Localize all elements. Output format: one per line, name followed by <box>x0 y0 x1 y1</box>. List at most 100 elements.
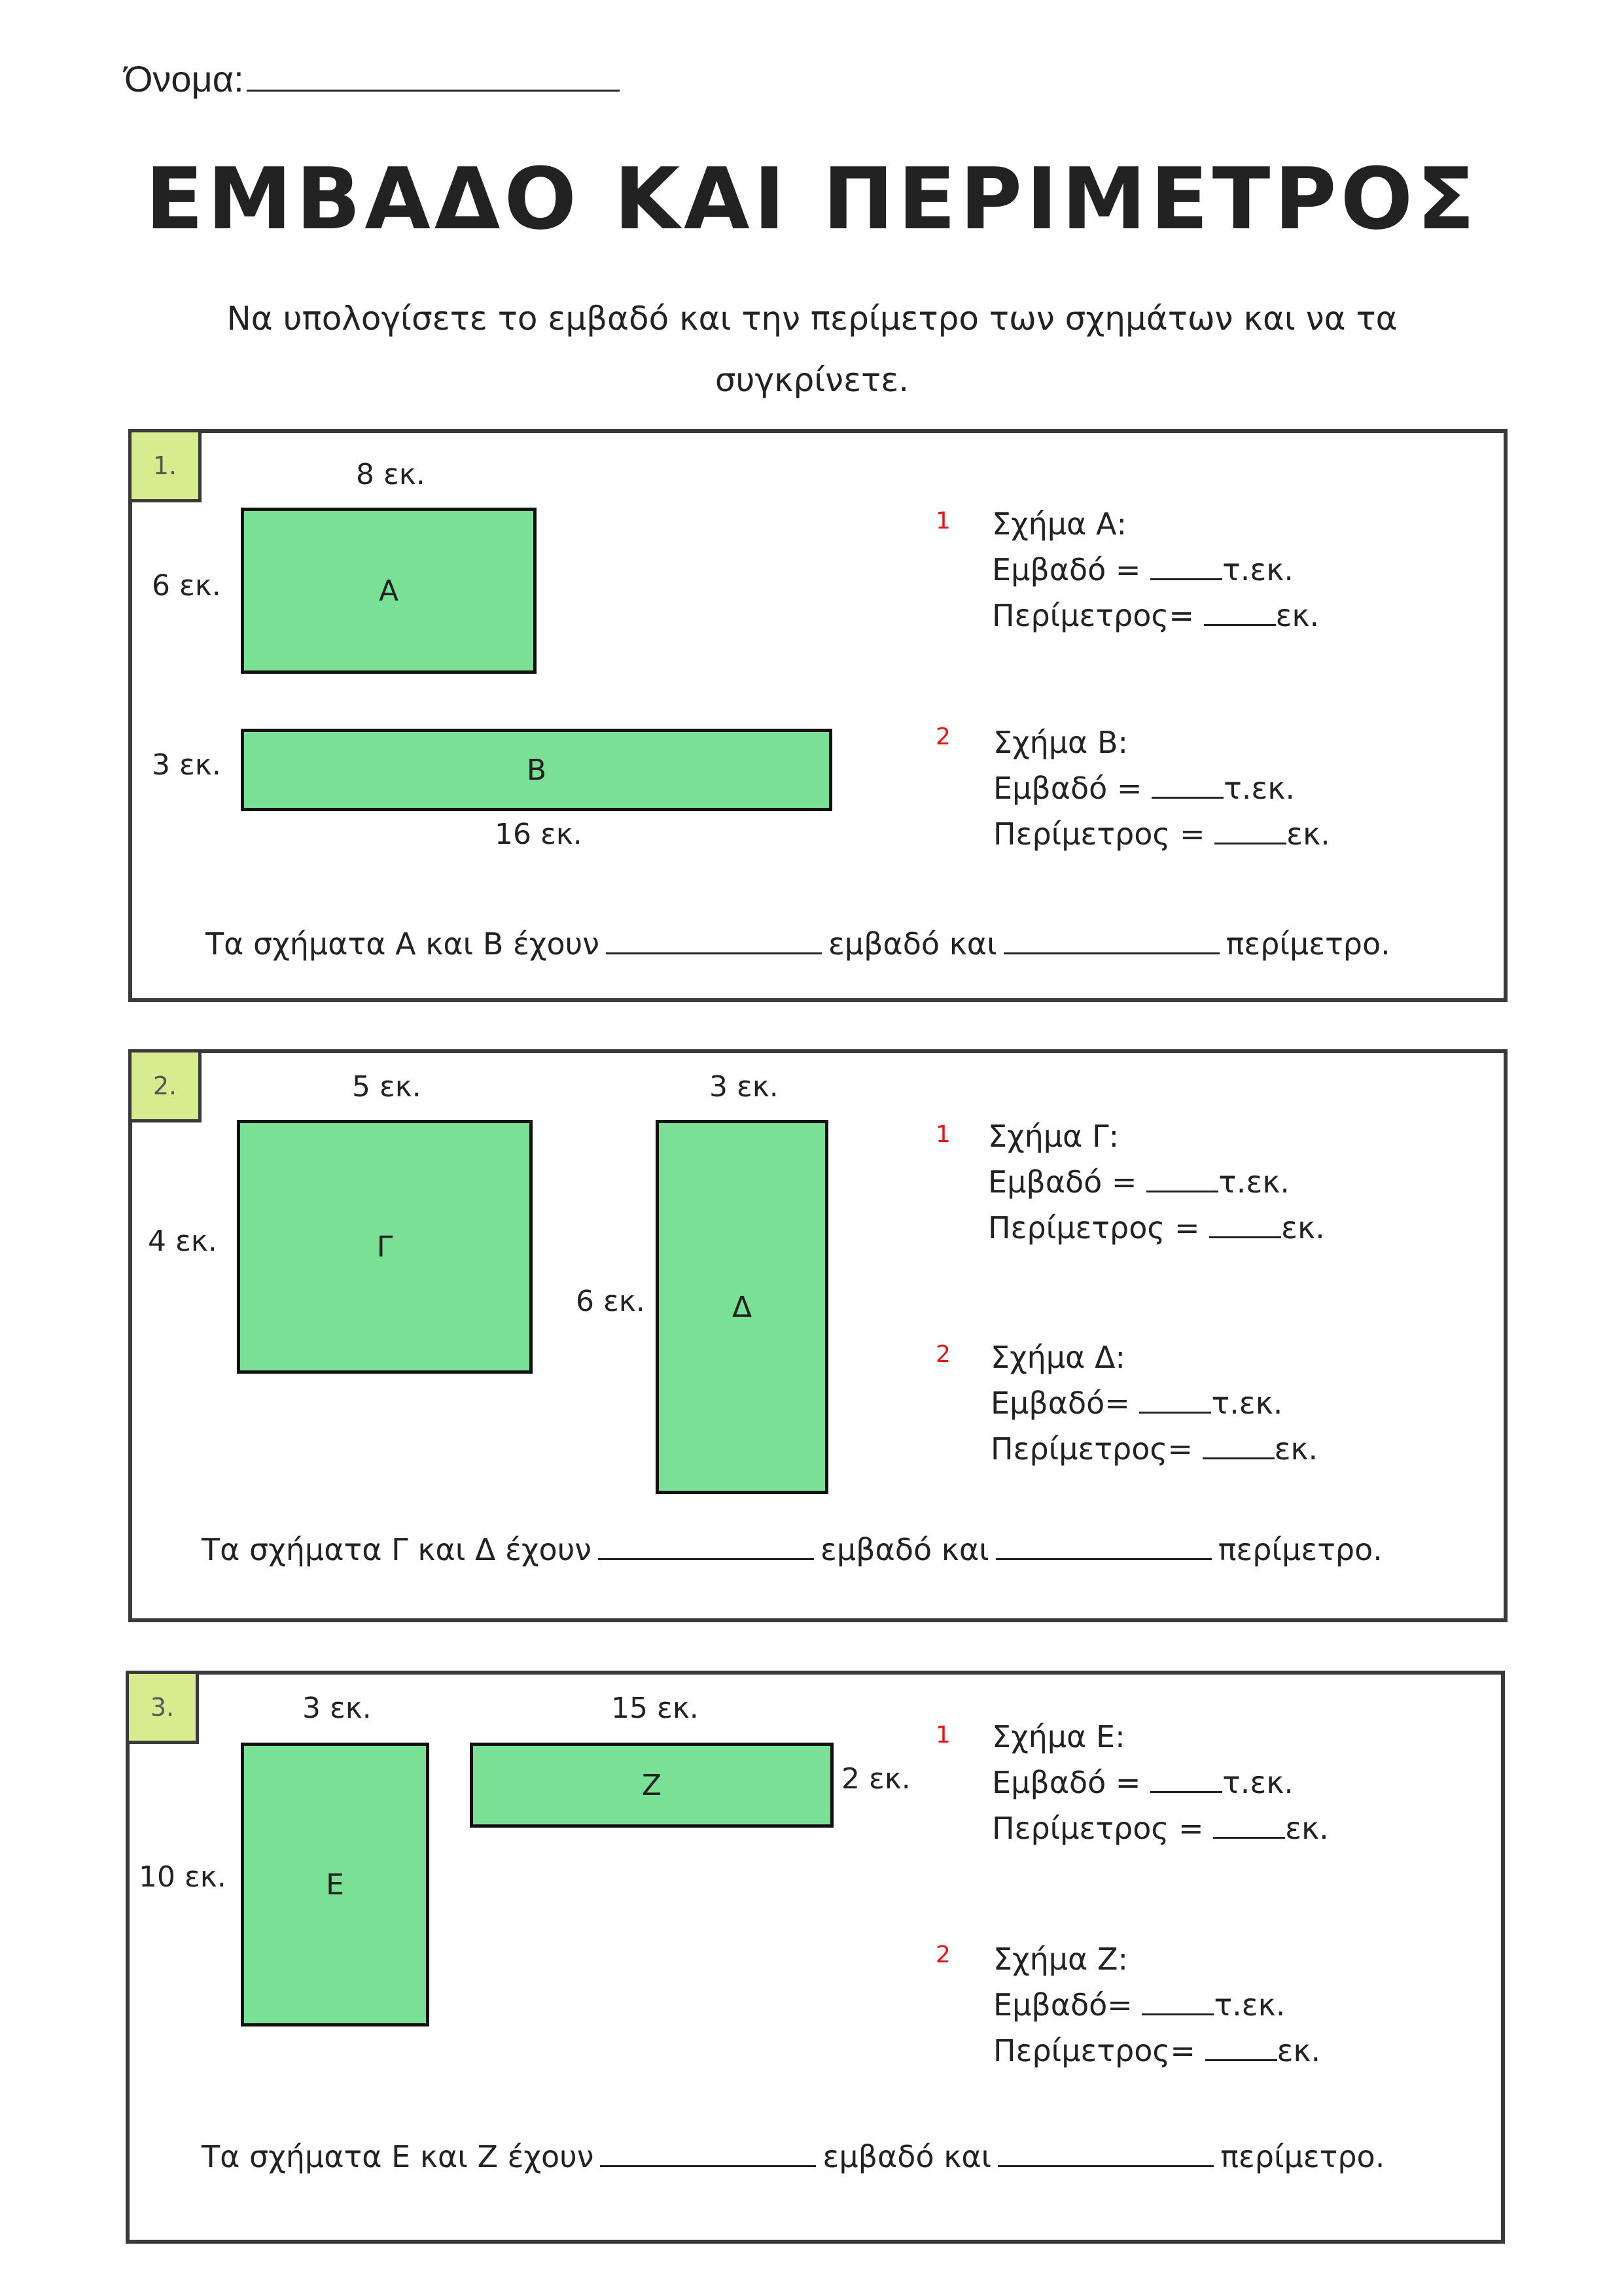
perimeter-label: Περίμετρος = <box>988 1210 1210 1245</box>
shape-g-height-label: 4 εκ. <box>148 1225 217 1258</box>
perimeter-answer-line: Περίμετρος= εκ. <box>992 593 1319 638</box>
shape-a: Α <box>241 508 537 674</box>
perimeter-unit: εκ. <box>1285 1811 1329 1846</box>
exercise-panel-1 <box>128 429 1508 1002</box>
shape-z-width-label: 15 εκ. <box>611 1692 699 1725</box>
area-unit: τ.εκ. <box>1222 1765 1294 1800</box>
summary-end: περίμετρο. <box>1226 926 1390 962</box>
perimeter-blank[interactable] <box>1214 820 1287 844</box>
perimeter-label: Περίμετρος= <box>992 598 1204 633</box>
shape-g-width-label: 5 εκ. <box>352 1070 421 1104</box>
shape-e-width-label: 3 εκ. <box>302 1692 372 1725</box>
question-number: 1 <box>936 1121 951 1148</box>
exercise-panel-3 <box>126 1671 1505 2244</box>
perimeter-unit: εκ. <box>1281 1210 1325 1245</box>
name-blank[interactable] <box>246 58 620 92</box>
exercise-badge-2: 2. <box>128 1049 202 1122</box>
perimeter-compare-blank[interactable] <box>1003 930 1220 954</box>
shape-b-width-label: 16 εκ. <box>495 818 582 851</box>
summary-start: Τα σχήματα Γ και Δ έχουν <box>202 1532 592 1567</box>
shape-b-height-label: 3 εκ. <box>152 748 221 782</box>
area-unit: τ.εκ. <box>1211 1385 1283 1421</box>
perimeter-blank[interactable] <box>1213 1815 1286 1839</box>
summary-middle: εμβαδό και <box>828 926 997 962</box>
question-block-b: Σχήμα Β: Εμβαδό = τ.εκ. Περίμετρος = εκ. <box>993 720 1330 857</box>
question-block-a: Σχήμα Α: Εμβαδό = τ.εκ. Περίμετρος= εκ. <box>992 501 1319 638</box>
perimeter-compare-blank[interactable] <box>995 1536 1212 1560</box>
area-blank[interactable] <box>1139 1389 1212 1414</box>
perimeter-compare-blank[interactable] <box>998 2143 1214 2167</box>
perimeter-label: Περίμετρος= <box>993 2033 1205 2068</box>
shape-a-width-label: 8 εκ. <box>356 458 425 491</box>
summary-start: Τα σχήματα Ε και Ζ έχουν <box>202 2139 594 2174</box>
question-title: Σχήμα Δ: <box>991 1340 1125 1375</box>
perimeter-blank[interactable] <box>1209 1214 1282 1238</box>
perimeter-blank[interactable] <box>1202 1435 1275 1459</box>
shape-e-height-label: 10 εκ. <box>139 1860 226 1894</box>
area-answer-line: Εμβαδό = τ.εκ. <box>992 547 1319 593</box>
area-compare-blank[interactable] <box>605 930 822 954</box>
area-blank[interactable] <box>1142 1991 1214 2015</box>
perimeter-answer-line: Περίμετρος = εκ. <box>993 811 1330 857</box>
question-number: 2 <box>936 1341 951 1368</box>
question-title: Σχήμα Α: <box>992 506 1127 542</box>
page-title: ΕΜΒΑΔΟ ΚΑΙ ΠΕΡΙΜΕΤΡΟΣ <box>145 149 1479 249</box>
shape-d-height-label: 6 εκ. <box>576 1285 645 1318</box>
name-label: Όνομα: <box>124 58 244 99</box>
question-number: 2 <box>936 1941 951 1968</box>
summary-middle: εμβαδό και <box>821 1532 989 1567</box>
question-title: Σχήμα Γ: <box>988 1119 1120 1154</box>
area-label: Εμβαδό = <box>988 1164 1147 1200</box>
perimeter-blank[interactable] <box>1203 602 1276 626</box>
shape-z-height-label: 2 εκ. <box>841 1762 911 1796</box>
area-label: Εμβαδό = <box>992 1765 1151 1800</box>
question-title: Σχήμα Ε: <box>992 1719 1125 1754</box>
question-number: 1 <box>936 1722 951 1748</box>
comparison-sentence-1: Τα σχήματα Α και Β έχουν εμβαδό και περίμε… <box>205 926 1390 962</box>
shape-e: Ε <box>241 1743 429 2026</box>
area-label: Εμβαδό = <box>993 771 1152 806</box>
exercise-badge-3: 3. <box>126 1671 199 1744</box>
question-title: Σχήμα Β: <box>993 725 1129 760</box>
area-label: Εμβαδό= <box>991 1385 1140 1421</box>
area-blank[interactable] <box>1152 774 1224 799</box>
question-block-d: Σχήμα Δ: Εμβαδό= τ.εκ. Περίμετρος= εκ. <box>991 1334 1318 1472</box>
shape-z: Ζ <box>470 1743 834 1828</box>
perimeter-answer-line: Περίμετρος = εκ. <box>992 1805 1329 1851</box>
area-unit: τ.εκ. <box>1224 771 1296 806</box>
perimeter-answer-line: Περίμετρος= εκ. <box>993 2028 1320 2074</box>
area-compare-blank[interactable] <box>600 2143 817 2167</box>
perimeter-label: Περίμετρος= <box>991 1431 1203 1467</box>
question-number: 1 <box>936 508 951 534</box>
exercise-badge-1: 1. <box>128 429 202 502</box>
shape-b: Β <box>241 729 832 811</box>
summary-end: περίμετρο. <box>1220 2139 1385 2174</box>
shape-d: Δ <box>656 1120 828 1494</box>
summary-start: Τα σχήματα Α και Β έχουν <box>205 926 599 962</box>
area-compare-blank[interactable] <box>598 1536 815 1560</box>
area-label: Εμβαδό = <box>992 552 1151 587</box>
perimeter-unit: εκ. <box>1275 598 1320 633</box>
perimeter-blank[interactable] <box>1205 2037 1277 2061</box>
name-field[interactable]: Όνομα: <box>124 58 620 100</box>
perimeter-unit: εκ. <box>1286 816 1330 852</box>
area-unit: τ.εκ. <box>1214 1987 1286 2023</box>
question-block-z: Σχήμα Ζ: Εμβαδό= τ.εκ. Περίμετρος= εκ. <box>993 1936 1320 2074</box>
shape-d-width-label: 3 εκ. <box>709 1070 779 1104</box>
instruction-text: Να υπολογίσετε το εμβαδό και την περίμετ… <box>226 300 1398 399</box>
area-unit: τ.εκ. <box>1218 1164 1290 1200</box>
perimeter-answer-line: Περίμετρος= εκ. <box>991 1426 1318 1472</box>
perimeter-answer-line: Περίμετρος = εκ. <box>988 1205 1325 1251</box>
area-blank[interactable] <box>1150 1769 1223 1793</box>
perimeter-unit: εκ. <box>1274 1431 1318 1467</box>
area-answer-line: Εμβαδό= τ.εκ. <box>991 1380 1318 1426</box>
question-block-e: Σχήμα Ε: Εμβαδό = τ.εκ. Περίμετρος = εκ. <box>992 1714 1329 1851</box>
area-blank[interactable] <box>1150 556 1223 580</box>
question-block-g: Σχήμα Γ: Εμβαδό = τ.εκ. Περίμετρος = εκ. <box>988 1113 1325 1251</box>
area-blank[interactable] <box>1146 1168 1219 1192</box>
question-number: 2 <box>936 723 951 750</box>
area-label: Εμβαδό= <box>993 1987 1142 2023</box>
area-unit: τ.εκ. <box>1222 552 1294 587</box>
summary-middle: εμβαδό και <box>822 2139 992 2174</box>
